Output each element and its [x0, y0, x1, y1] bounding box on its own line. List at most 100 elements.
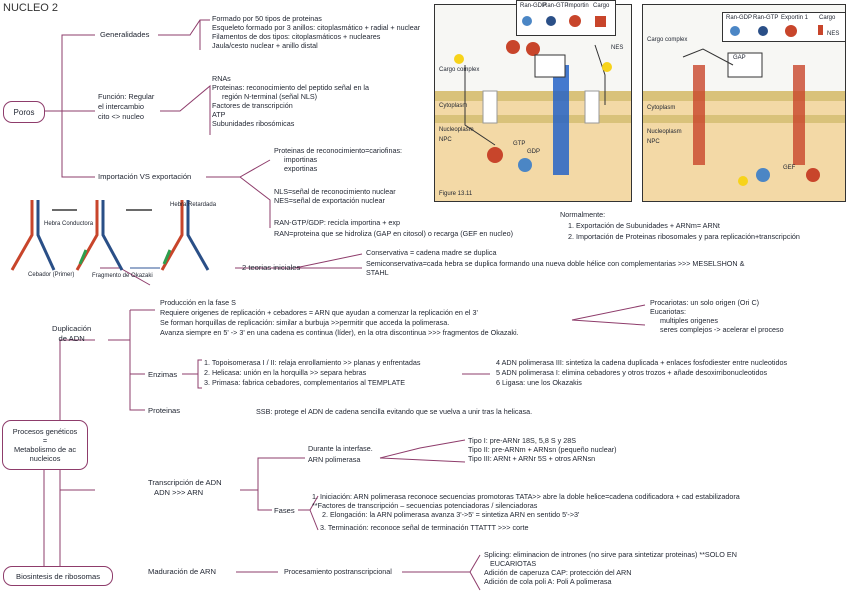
- funcion-item: RNAs: [212, 74, 231, 83]
- duplicacion-node: Duplicación de ADN: [52, 324, 91, 344]
- carioferinas-item: importinas: [284, 155, 318, 164]
- maduracion-list: Splicing: eliminacion de intrones (no si…: [484, 550, 737, 586]
- transcripcion-node: Transcripción de ADN ADN >>> ARN: [148, 478, 222, 498]
- maduracion-item: EUCARIOTAS: [490, 559, 537, 568]
- tipo-item: Tipo I: pre-ARNr 18S, 5,8 S y 28S: [468, 436, 576, 445]
- enzimas-list-2: 4 ADN polimerasa III: sintetiza la caden…: [496, 358, 787, 387]
- key-ran-gdp: Ran-GDP: [520, 3, 547, 9]
- generalidades-item: Esqueleto formado por 3 anillos: citopla…: [212, 23, 421, 32]
- transcripcion-list: Durante la interfase. ARN polimerasa: [308, 444, 373, 464]
- transcripcion-item: ARN polimerasa: [308, 455, 361, 464]
- duplicacion-item: Requiere origenes de replicación + cebad…: [160, 308, 478, 317]
- carioferinas-block: Proteinas de reconocimiento=cariofinas: …: [274, 146, 402, 173]
- key-icons: [730, 25, 823, 37]
- procariotas-item: seres complejos -> acelerar el proceso: [660, 325, 784, 334]
- enzima-item: 4 ADN polimerasa III: sintetiza la caden…: [496, 358, 788, 367]
- maduracion-item: Splicing: eliminacion de intrones (no si…: [484, 550, 737, 559]
- duplicacion-line: Duplicación: [52, 324, 92, 333]
- page-title: NUCLEO 2: [3, 2, 59, 14]
- fig-right-npc: NPC: [647, 139, 660, 145]
- replication-fork-figure: [10, 200, 210, 271]
- procariotas-block: Procariotas: un solo origen (Ori C) Euca…: [650, 298, 784, 334]
- senal-line: NES=señal de exportación nuclear: [274, 196, 385, 205]
- key-cargo: Cargo: [593, 3, 610, 9]
- duplicacion-list: Producción en la fase S Requiere origene…: [160, 298, 519, 337]
- key-ran-gdp: Ran-GDP: [726, 15, 753, 21]
- procesos-line: Procesos genéticos: [12, 427, 78, 436]
- teoria-line: Conservativa = cadena madre se duplica: [366, 248, 497, 257]
- generalidades-list: Formado por 50 tipos de proteinas Esquel…: [212, 14, 420, 50]
- fase-item: 2. Elongación: la ARN polimerasa avanza …: [322, 510, 580, 519]
- fig-left-gdp: GDP: [527, 149, 541, 155]
- enzima-item: 5 ADN polimerasa I: elimina cebadores y …: [496, 368, 768, 377]
- fases-label: Fases: [274, 506, 295, 515]
- fig-right-gef: GEF: [783, 165, 796, 171]
- senal-line: NLS=señal de reconocimiento nuclear: [274, 187, 396, 196]
- generalidades-item: Jaula/cesto nuclear + anillo distal: [212, 41, 318, 50]
- fig-left-npc: NPC: [439, 137, 452, 143]
- dna-label: Hebra Retardada: [170, 202, 217, 208]
- fig-left-cargo-complex: Cargo complex: [439, 67, 480, 73]
- normalmente-item: 2. Importación de Proteinas ribosomales …: [568, 232, 800, 241]
- procesos-geneticos-node: Procesos genéticos = Metabolismo de ac n…: [2, 420, 88, 470]
- fig-left-nucleoplasm: Nucleoplasm: [439, 127, 474, 133]
- fase-item: **Factores de transcripción – secuencias…: [312, 501, 538, 510]
- funcion-item: Subunidades ribosómicas: [212, 119, 295, 128]
- export-diagram: [643, 48, 845, 201]
- fig-right-cytoplasm: Cytoplasm: [647, 105, 676, 111]
- key-nes: NES: [827, 31, 840, 37]
- carioferinas-item: exportinas: [284, 164, 318, 173]
- teoria-line: STAHL: [366, 268, 389, 277]
- funcion-item: región N-terminal (señal NLS): [222, 92, 318, 101]
- duplicacion-item: Avanza siempre en 5' -> 3' en una cadena…: [160, 328, 519, 337]
- funcion-list: RNAs Proteinas: reconocimiento del pepti…: [212, 74, 369, 128]
- import-key: Ran-GDP Ran-GTP Importin Cargo: [516, 0, 616, 36]
- enzima-item: 6 Ligasa: une los Okazakis: [496, 378, 582, 387]
- fig-left-cytoplasm: Cytoplasm: [439, 103, 468, 109]
- funcion-item: Factores de transcripción: [212, 101, 293, 110]
- key-importin: Importin: [567, 3, 589, 9]
- biosintesis-label: Biosintesis de ribosomas: [16, 571, 100, 581]
- funcion-item: Proteinas: reconocimiento del peptido se…: [212, 83, 370, 92]
- proteinas-label: Proteinas: [148, 406, 181, 415]
- poros-label: Poros: [13, 107, 35, 117]
- enzimas-label: Enzimas: [148, 370, 178, 379]
- key-ran-gtp: Ran-GTP: [753, 15, 779, 21]
- normalmente-block: Normalmente: 1. Exportación de Subunidad…: [560, 210, 800, 241]
- fig-left-nes: NES: [611, 45, 624, 51]
- tipo-item: Tipo II: pre-ARNm + ARNsn (pequeño nucle…: [468, 445, 617, 454]
- fig-left-caption: Figure 13.11: [439, 191, 473, 197]
- dna-label: Hebra Conductora: [44, 221, 94, 227]
- fase-item: 3. Terminación: reconoce señal de termin…: [320, 523, 529, 532]
- procesos-line: Metabolismo de ac: [13, 445, 77, 454]
- procariotas-line: Procariotas: un solo origen (Ori C): [650, 298, 760, 307]
- duplicacion-item: Se forman horquillas de replicación: sim…: [160, 318, 450, 327]
- funcion-line: el intercambio: [98, 102, 145, 111]
- transcripcion-item: Durante la interfase.: [308, 444, 373, 453]
- enzima-item: 3. Primasa: fabrica cebadores, complemen…: [204, 378, 406, 387]
- funcion-line: Función: Regular: [98, 92, 155, 101]
- dos-teorias-label: 2 teorias iniciales: [242, 263, 301, 272]
- procesos-line: =: [42, 436, 48, 445]
- duplicacion-item: Producción en la fase S: [160, 298, 236, 307]
- fases-list: 1. Iniciación: ARN polimerasa reconoce s…: [312, 492, 740, 532]
- tipo-item: Tipo III: ARNt + ARNr 5S + otros ARNsn: [468, 454, 596, 463]
- tipos-list: Tipo I: pre-ARNr 18S, 5,8 S y 28S Tipo I…: [468, 436, 617, 463]
- biosintesis-node: Biosintesis de ribosomas: [3, 566, 113, 586]
- fig-right-nucleoplasm: Nucleoplasm: [647, 129, 682, 135]
- key-exportin: Exportin 1: [781, 15, 809, 21]
- enzimas-list: 1. Topoisomerasa I / II: relaja enrollam…: [204, 358, 420, 387]
- fase-item: 1. Iniciación: ARN polimerasa reconoce s…: [312, 492, 740, 501]
- dna-label: Cebador (Primer): [28, 272, 75, 278]
- teoria-line: Semiconservativa=cada hebra se duplica f…: [366, 259, 745, 268]
- generalidades-item: Formado por 50 tipos de proteinas: [212, 14, 322, 23]
- importacion-label: Importación VS exportación: [98, 172, 192, 181]
- duplicacion-line: de ADN: [58, 334, 85, 343]
- key-ran-gtp: Ran-GTP: [543, 3, 569, 9]
- maduracion-item: Adición de cola poli A: Poli A polimeras…: [484, 577, 612, 586]
- enzima-item: 1. Topoisomerasa I / II: relaja enrollam…: [204, 358, 421, 367]
- teorias-block: Conservativa = cadena madre se duplica S…: [366, 248, 744, 277]
- procesamiento-label: Procesamiento postranscripcional: [284, 567, 392, 576]
- carioferinas-title: Proteinas de reconocimiento=cariofinas:: [274, 146, 403, 155]
- proteina-text: SSB: protege el ADN de cadena sencilla e…: [256, 407, 533, 416]
